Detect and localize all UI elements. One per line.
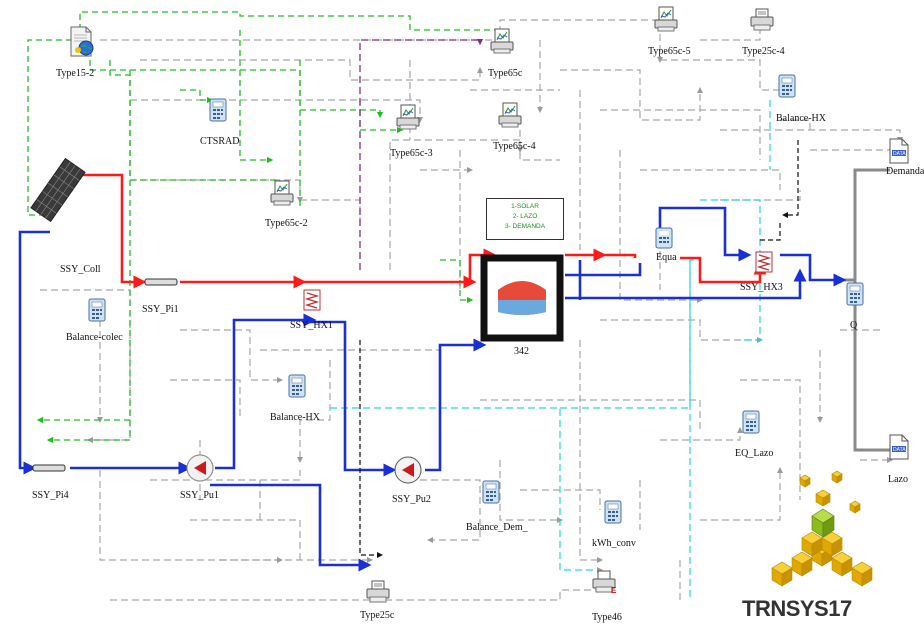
component-label-balance-colec: Balance-colec <box>66 332 123 343</box>
brand-version: 17 <box>828 596 852 621</box>
cyan-link <box>330 100 771 600</box>
component-label-tank-342: 342 <box>514 346 529 357</box>
info-links <box>40 19 903 601</box>
component-label-ssy-pi4: SSY_Pi4 <box>32 490 69 501</box>
component-label-ssy-hx1: SSY_HX1 <box>290 320 333 331</box>
trnsys-logo-icon <box>771 470 873 587</box>
calculator-icon[interactable] <box>482 480 500 509</box>
calculator-icon[interactable] <box>88 298 106 327</box>
component-label-type46: Type46 <box>592 612 622 623</box>
storage-tank-icon[interactable] <box>480 254 564 342</box>
component-label-type25c-4: Type25c-4 <box>742 46 785 57</box>
loop-legend: 1-SOLAR 2- LAZO 3- DEMANDA <box>486 198 564 240</box>
component-label-ssy-pu1: SSY_Pu1 <box>180 490 219 501</box>
hot-fluid-loop <box>80 173 767 289</box>
data-file-icon[interactable]: DATA <box>888 434 910 465</box>
equation-icon[interactable] <box>655 227 673 249</box>
printer-icon[interactable]: E <box>592 570 618 599</box>
component-label-q: Q <box>850 320 858 331</box>
printer-plot-icon[interactable] <box>654 6 678 37</box>
calculator-icon[interactable] <box>209 98 227 127</box>
printer-icon[interactable] <box>366 580 390 609</box>
printer-icon[interactable] <box>750 8 774 37</box>
calculator-icon[interactable] <box>846 282 864 311</box>
component-label-ssy-pu2: SSY_Pu2 <box>392 494 431 505</box>
component-label-ssy-coll: SSY_Coll <box>60 264 101 275</box>
component-label-type65c-5: Type65c-5 <box>648 46 691 57</box>
legend-demanda: 3- DEMANDA <box>504 223 546 230</box>
legend-lazo: 2- LAZO <box>512 213 538 220</box>
component-label-kwh-conv: kWh_conv <box>592 538 636 549</box>
cold-fluid-loop <box>18 206 847 572</box>
component-label-type15-2: Type15-2 <box>56 68 95 79</box>
pipe-icon[interactable] <box>144 278 178 286</box>
pipe-icon[interactable] <box>32 464 66 472</box>
heat-exchanger-icon[interactable] <box>755 251 773 273</box>
output-links <box>359 140 799 558</box>
solar-collector-icon[interactable] <box>30 157 86 223</box>
data-file-icon[interactable]: DATA <box>888 138 910 169</box>
svg-text:E: E <box>611 586 617 594</box>
weather-data-icon[interactable] <box>68 26 96 63</box>
component-label-type65c-4: Type65c-4 <box>493 141 536 152</box>
svg-text:DATA: DATA <box>893 151 906 157</box>
brand-name: TRNSYS <box>742 596 829 621</box>
component-label-equa: Equa <box>656 252 677 263</box>
component-label-balance-hx: Balance-HX <box>270 412 320 423</box>
component-label-type25c: Type25c <box>360 610 395 621</box>
component-label-type65c-2: Type65c-2 <box>265 218 308 229</box>
printer-plot-icon[interactable] <box>270 180 294 211</box>
printer-plot-icon[interactable] <box>396 104 420 135</box>
calculator-icon[interactable] <box>288 374 306 403</box>
component-label-ctsrad: CTSRAD <box>200 136 240 147</box>
printer-plot-icon[interactable] <box>498 102 522 133</box>
calculator-icon[interactable] <box>742 410 760 439</box>
heat-exchanger-icon[interactable] <box>303 289 321 311</box>
calculator-icon[interactable] <box>604 500 622 529</box>
pump-icon[interactable] <box>186 454 214 482</box>
component-label-lazo: Lazo <box>888 474 908 485</box>
trnsys-brand: TRNSYS17 <box>742 596 852 622</box>
weather-control-links <box>27 11 504 444</box>
component-label-type65c: Type65c <box>488 68 523 79</box>
pump-icon[interactable] <box>394 456 422 484</box>
component-label-balance-hx-top: Balance-HX <box>776 113 826 124</box>
component-label-ssy-hx3: SSY_HX3 <box>740 282 783 293</box>
component-label-eq-lazo: EQ_Lazo <box>735 448 774 459</box>
component-label-ssy-pi1: SSY_Pi1 <box>142 304 179 315</box>
legend-solar: 1-SOLAR <box>511 203 539 210</box>
printer-plot-icon[interactable] <box>490 28 514 59</box>
component-label-demanda: Demanda <box>886 166 924 177</box>
component-label-type65c-3: Type65c-3 <box>390 148 433 159</box>
purple-link <box>359 38 484 270</box>
calculator-icon[interactable] <box>778 74 796 103</box>
component-label-balance-dem: Balance_Dem_ <box>466 522 528 533</box>
svg-text:DATA: DATA <box>893 447 906 453</box>
